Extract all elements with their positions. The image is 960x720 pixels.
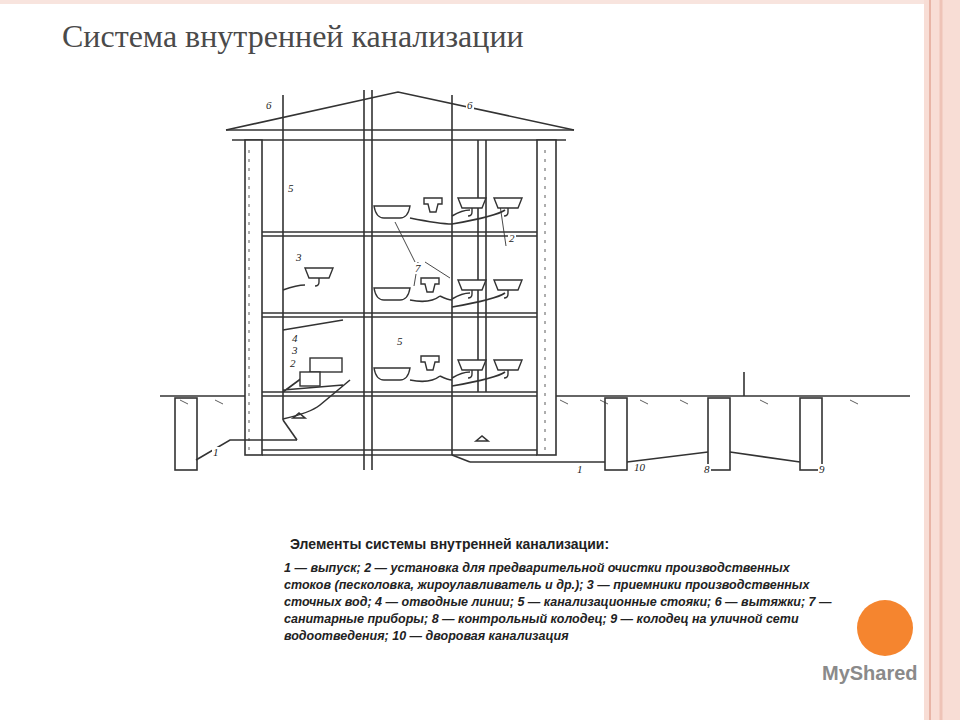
- trap: [504, 208, 508, 216]
- trap: [315, 278, 319, 286]
- bathtub: [374, 288, 410, 300]
- callout-number: 2: [289, 358, 297, 369]
- slide-title: Система внутренней канализации: [62, 18, 524, 55]
- washbasin: [494, 360, 522, 370]
- washbasin: [458, 198, 486, 208]
- callout-number: 5: [287, 183, 295, 194]
- callout-number: 3: [295, 252, 303, 263]
- callout-number: 9: [818, 464, 826, 475]
- callout-number: 4: [291, 333, 299, 344]
- building: [160, 90, 910, 470]
- trap: [468, 290, 472, 298]
- callout-number: 2: [508, 233, 516, 244]
- toilet: [421, 356, 439, 370]
- callout-number: 6: [466, 100, 474, 111]
- callout-number: 8: [703, 464, 711, 475]
- industrial-receiver: [310, 358, 342, 372]
- legend-item: 8 — контрольный колодец;: [432, 612, 607, 626]
- watermark: MyShared: [822, 662, 918, 685]
- trap: [468, 208, 472, 216]
- callout-number: 1: [576, 464, 584, 475]
- callout-number: 3: [291, 345, 299, 356]
- washbasin: [494, 280, 522, 290]
- washbasin: [458, 360, 486, 370]
- callout-number: 5: [396, 336, 404, 347]
- washbasin: [305, 268, 333, 278]
- legend-item: 1 — выпуск;: [284, 561, 361, 575]
- trap: [504, 290, 508, 298]
- trap: [504, 370, 508, 378]
- callout-number: 1: [212, 447, 220, 458]
- legend-heading: Элементы системы внутренней канализации:: [290, 536, 609, 552]
- legend-list: 1 — выпуск; 2 — установка для предварите…: [284, 560, 832, 645]
- toilet: [424, 198, 442, 212]
- callout-number: 7: [414, 263, 422, 274]
- washbasin: [494, 198, 522, 208]
- sanitary-fixtures: [300, 198, 522, 386]
- logo-circle: [857, 600, 913, 656]
- legend-item: 10 — дворовая канализация: [392, 629, 568, 643]
- callout-number: 10: [633, 462, 646, 473]
- washbasin: [458, 280, 486, 290]
- bathtub: [374, 368, 410, 380]
- toilet: [421, 278, 439, 292]
- legend-item: 6 — вытяжки;: [715, 595, 805, 609]
- legend-item: 4 — отводные линии;: [375, 595, 514, 609]
- legend-item: 5 — канализационные стояки;: [517, 595, 711, 609]
- callout-number: 6: [265, 100, 273, 111]
- bathtub: [374, 206, 410, 218]
- grease-trap: [300, 372, 320, 386]
- trap: [468, 370, 472, 378]
